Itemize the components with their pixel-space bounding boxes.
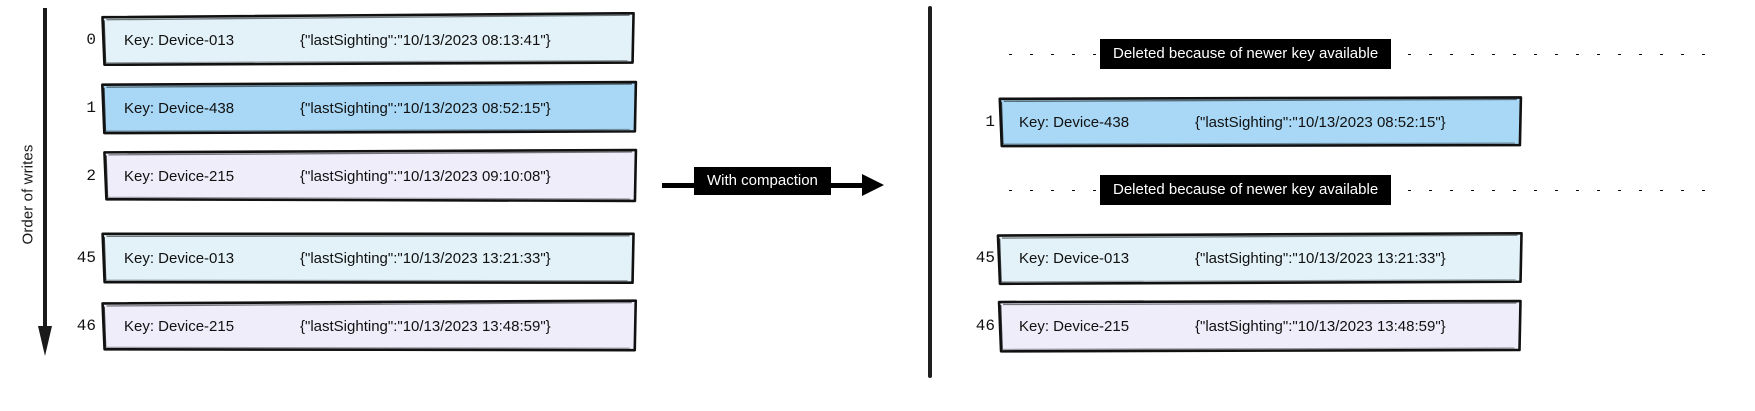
deleted-record-banner: Deleted because of newer key available	[998, 39, 1715, 69]
arrow-head-icon	[862, 174, 884, 196]
row-index-label: 1	[86, 99, 96, 117]
record-card-text: Key: Device-215 {"lastSighting":"10/13/20…	[995, 298, 1525, 354]
with-compaction-arrow: With compaction	[662, 160, 894, 210]
order-of-writes-label: Order of writes	[19, 144, 37, 245]
record-card[interactable]: Key: Device-215 {"lastSighting":"10/13/20…	[100, 148, 638, 204]
row-index-label: 45	[76, 249, 96, 267]
record-key: Key: Device-013	[1019, 249, 1130, 267]
row-index-label: 46	[76, 317, 96, 335]
record-key: Key: Device-013	[124, 249, 235, 267]
record-card[interactable]: Key: Device-013 {"lastSighting":"10/13/20…	[100, 230, 638, 286]
record-row[interactable]: 46 Key: Device-215 {"lastSighting":"10/13…	[965, 298, 1525, 354]
downward-arrow-icon	[38, 8, 52, 358]
record-key: Key: Device-438	[1019, 113, 1130, 131]
deleted-reason-label: Deleted because of newer key available	[1100, 39, 1392, 69]
record-row[interactable]: 46 Key: Device-215 {"lastSighting":"10/13…	[66, 298, 638, 354]
record-value: {"lastSighting":"10/13/2023 08:52:15"}	[1195, 113, 1446, 131]
record-card-text: Key: Device-013 {"lastSighting":"10/13/20…	[100, 230, 638, 286]
deleted-record-banner: Deleted because of newer key available	[998, 175, 1715, 205]
record-value: {"lastSighting":"10/13/2023 08:13:41"}	[300, 31, 551, 49]
record-card-text: Key: Device-013 {"lastSighting":"10/13/20…	[995, 230, 1525, 286]
record-row[interactable]: 0 Key: Device-013 {"lastSighting":"10/13/…	[66, 12, 638, 68]
record-card[interactable]: Key: Device-215 {"lastSighting":"10/13/20…	[995, 298, 1525, 354]
record-card[interactable]: Key: Device-013 {"lastSighting":"10/13/20…	[995, 230, 1525, 286]
row-index-label: 1	[985, 113, 995, 131]
record-card[interactable]: Key: Device-438 {"lastSighting":"10/13/20…	[995, 94, 1525, 150]
record-card-text: Key: Device-438 {"lastSighting":"10/13/20…	[995, 94, 1525, 150]
record-row[interactable]: 1 Key: Device-438 {"lastSighting":"10/13/…	[965, 94, 1525, 150]
record-value: {"lastSighting":"10/13/2023 13:48:59"}	[300, 317, 551, 335]
record-card-text: Key: Device-215 {"lastSighting":"10/13/20…	[100, 148, 638, 204]
record-value: {"lastSighting":"10/13/2023 13:21:33"}	[300, 249, 551, 267]
record-key: Key: Device-438	[124, 99, 235, 117]
row-index-label: 46	[975, 317, 995, 335]
record-value: {"lastSighting":"10/13/2023 13:21:33"}	[1195, 249, 1446, 267]
with-compaction-label: With compaction	[694, 167, 831, 195]
record-card-text: Key: Device-215 {"lastSighting":"10/13/20…	[100, 298, 638, 354]
row-index-label: 45	[975, 249, 995, 267]
record-key: Key: Device-215	[1019, 317, 1130, 335]
record-value: {"lastSighting":"10/13/2023 08:52:15"}	[300, 99, 551, 117]
record-key: Key: Device-215	[124, 317, 235, 335]
record-value: {"lastSighting":"10/13/2023 09:10:08"}	[300, 167, 551, 185]
record-value: {"lastSighting":"10/13/2023 13:48:59"}	[1195, 317, 1446, 335]
record-row[interactable]: 1 Key: Device-438 {"lastSighting":"10/13/…	[66, 80, 638, 136]
record-card-text: Key: Device-013 {"lastSighting":"10/13/20…	[100, 12, 638, 68]
row-index-label: 0	[86, 31, 96, 49]
record-card-text: Key: Device-438 {"lastSighting":"10/13/20…	[100, 80, 638, 136]
panel-divider	[928, 6, 932, 378]
record-card[interactable]: Key: Device-438 {"lastSighting":"10/13/20…	[100, 80, 638, 136]
row-index-label: 2	[86, 167, 96, 185]
record-row[interactable]: 2 Key: Device-215 {"lastSighting":"10/13/…	[66, 148, 638, 204]
record-key: Key: Device-013	[124, 31, 235, 49]
record-row[interactable]: 45 Key: Device-013 {"lastSighting":"10/13…	[965, 230, 1525, 286]
record-key: Key: Device-215	[124, 167, 235, 185]
deleted-reason-label: Deleted because of newer key available	[1100, 175, 1392, 205]
record-card[interactable]: Key: Device-013 {"lastSighting":"10/13/20…	[100, 12, 638, 68]
record-card[interactable]: Key: Device-215 {"lastSighting":"10/13/20…	[100, 298, 638, 354]
record-row[interactable]: 45 Key: Device-013 {"lastSighting":"10/13…	[66, 230, 638, 286]
